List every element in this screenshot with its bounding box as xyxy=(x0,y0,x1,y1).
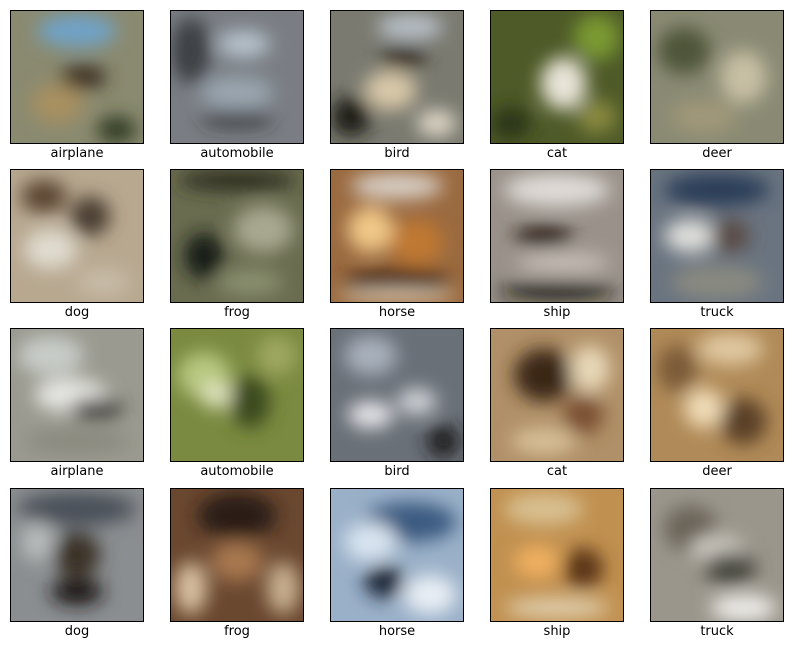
grid-cell: airplane xyxy=(10,10,144,170)
grid-cell: frog xyxy=(170,169,304,329)
grid-cell: cat xyxy=(490,328,624,488)
image-label: automobile xyxy=(200,464,274,479)
image-label: frog xyxy=(224,305,250,320)
image-label: deer xyxy=(702,146,732,161)
grid-cell: bird xyxy=(330,10,464,170)
grid-cell: deer xyxy=(650,10,784,170)
sample-image xyxy=(650,488,784,622)
sample-image xyxy=(170,169,304,303)
image-label: frog xyxy=(224,624,250,639)
image-label: truck xyxy=(700,624,734,639)
grid-cell: automobile xyxy=(170,328,304,488)
sample-image xyxy=(10,169,144,303)
sample-image xyxy=(170,488,304,622)
image-label: automobile xyxy=(200,146,274,161)
grid-cell: horse xyxy=(330,488,464,648)
image-label: cat xyxy=(546,146,568,161)
image-label: dog xyxy=(64,624,90,639)
image-label: deer xyxy=(702,464,732,479)
grid-cell: cat xyxy=(490,10,624,170)
image-label: dog xyxy=(64,305,90,320)
sample-image xyxy=(650,169,784,303)
sample-image xyxy=(490,488,624,622)
sample-image xyxy=(490,169,624,303)
grid-cell: bird xyxy=(330,328,464,488)
sample-image xyxy=(10,10,144,144)
sample-image xyxy=(650,10,784,144)
sample-image xyxy=(490,328,624,462)
sample-image xyxy=(10,488,144,622)
grid-cell: dog xyxy=(10,488,144,648)
grid-cell: frog xyxy=(170,488,304,648)
image-label: airplane xyxy=(50,146,104,161)
image-label: horse xyxy=(378,624,416,639)
image-label: bird xyxy=(384,146,410,161)
image-label: truck xyxy=(700,305,734,320)
image-label: ship xyxy=(543,624,571,639)
grid-cell: truck xyxy=(650,488,784,648)
sample-image xyxy=(650,328,784,462)
sample-image xyxy=(10,328,144,462)
sample-image xyxy=(490,10,624,144)
image-label: horse xyxy=(378,305,416,320)
image-label: airplane xyxy=(50,464,104,479)
grid-cell: deer xyxy=(650,328,784,488)
sample-image xyxy=(330,10,464,144)
image-label: ship xyxy=(543,305,571,320)
sample-image xyxy=(170,328,304,462)
grid-cell: horse xyxy=(330,169,464,329)
image-label: cat xyxy=(546,464,568,479)
sample-image xyxy=(170,10,304,144)
grid-cell: airplane xyxy=(10,328,144,488)
sample-image xyxy=(330,488,464,622)
grid-cell: ship xyxy=(490,169,624,329)
grid-cell: automobile xyxy=(170,10,304,170)
image-label: bird xyxy=(384,464,410,479)
grid-cell: dog xyxy=(10,169,144,329)
sample-image xyxy=(330,169,464,303)
grid-cell: truck xyxy=(650,169,784,329)
grid-cell: ship xyxy=(490,488,624,648)
sample-image xyxy=(330,328,464,462)
